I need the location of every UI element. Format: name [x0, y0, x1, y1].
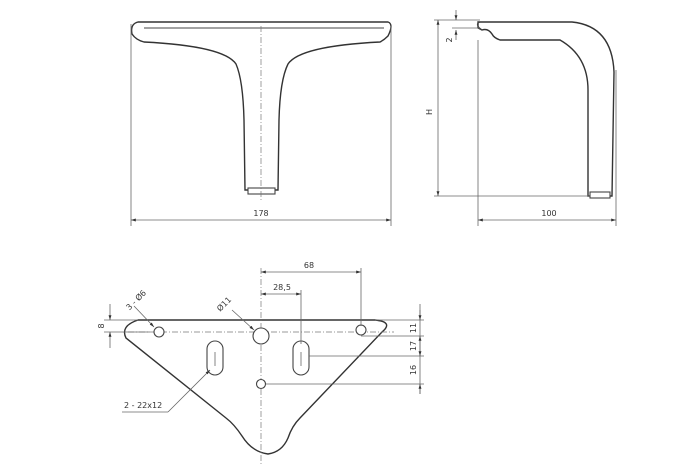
- front-view: 178: [130, 21, 392, 226]
- front-foot-pad: [247, 187, 276, 195]
- side-leg-hook: [476, 21, 483, 31]
- side-depth-label: 100: [541, 209, 556, 218]
- center-hole: [252, 327, 270, 345]
- side-leg-outline: [477, 21, 615, 197]
- center-hole-leader: [231, 309, 255, 331]
- hole-spacing-label: 68: [304, 261, 314, 270]
- bottom-hole: [255, 378, 267, 390]
- slots-label: 2 - 22x12: [124, 401, 162, 410]
- side-foot-pad: [589, 191, 611, 199]
- right-dim-label-3: 16: [409, 365, 418, 375]
- mounting-plate-view: 68 28,5 Ø11 3 - Ø6 2 - 22x12 8 11 17: [97, 261, 424, 466]
- side-view: H 2 100: [425, 10, 617, 226]
- right-dim-label-2: 17: [409, 341, 418, 351]
- right-dim-label-1: 11: [409, 323, 418, 333]
- side-holes-leader: [133, 305, 155, 328]
- front-leg-outline: [130, 21, 392, 191]
- slots-leader-diagonal: [167, 369, 211, 413]
- side-hole-right: [355, 324, 367, 336]
- side-hole-left: [153, 326, 165, 338]
- center-hole-label: Ø11: [215, 295, 234, 314]
- center-offset-label: 28,5: [273, 283, 291, 292]
- left-dim-label: 8: [97, 323, 106, 328]
- side-top-label: 2: [445, 37, 454, 42]
- front-width-label: 178: [253, 209, 268, 218]
- side-height-label: H: [425, 109, 434, 115]
